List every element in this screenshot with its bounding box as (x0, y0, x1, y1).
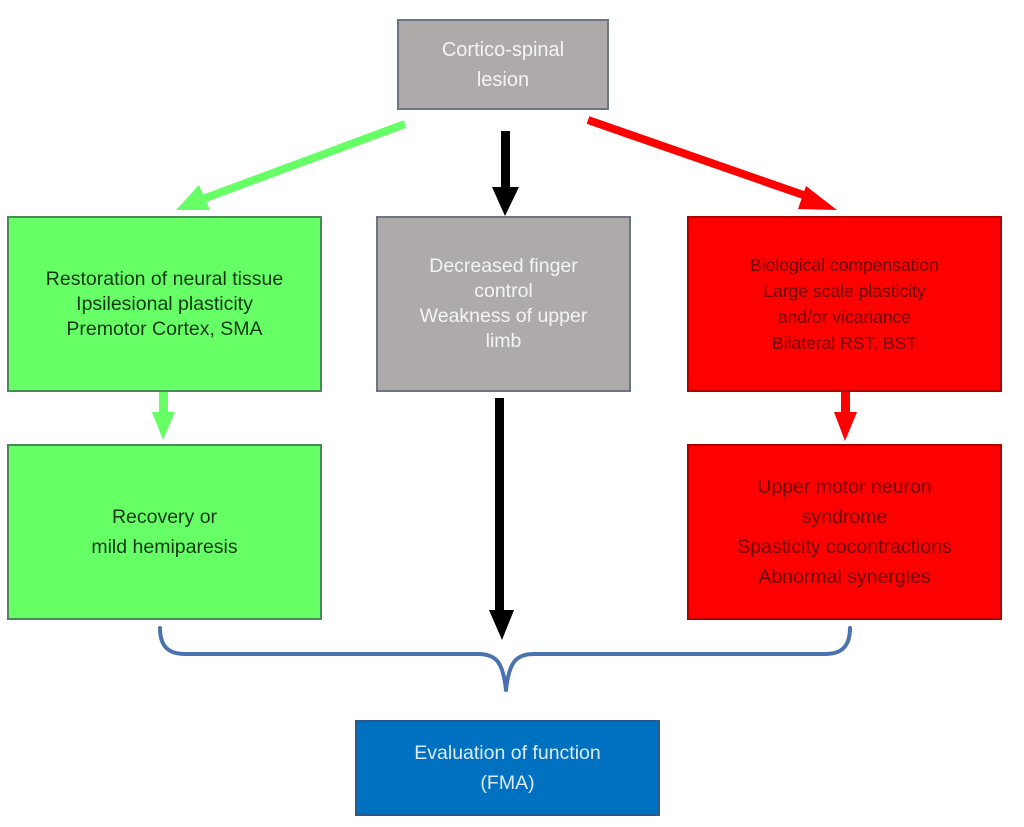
node-text-line: Weakness of upper (419, 305, 588, 327)
node-text-line: Premotor Cortex, SMA (66, 317, 263, 340)
node-text-line: limb (485, 330, 522, 352)
node-text-line: Spasticity cocontractions (737, 536, 952, 558)
curly-brace-shape (158, 626, 852, 692)
arrow-top-to-compensation (586, 116, 837, 210)
node-text-line: Restoration of neural tissue (45, 267, 284, 290)
node-umn-syndrome: Upper motor neuron syndrome Spasticity c… (687, 444, 1002, 620)
curly-brace (160, 628, 442, 668)
arrow-compensation-to-umn (834, 392, 857, 441)
arrow-deficit-to-evaluation (489, 398, 514, 640)
node-text-line: Cortico-spinal (441, 38, 565, 61)
node-text-line: Abnormal synergies (758, 566, 931, 588)
node-text-line: Biological compensation (750, 255, 939, 275)
node-recovery: Recovery or mild hemiparesis (7, 444, 322, 620)
node-text-line: control (474, 280, 533, 302)
node-cortico-spinal-lesion: Cortico-spinal lesion (397, 19, 609, 110)
node-deficit: Decreased finger control Weakness of upp… (376, 216, 631, 392)
node-text-line: Upper motor neuron (757, 476, 932, 498)
node-text-line: Decreased finger (429, 255, 578, 277)
node-text-line: lesion (476, 68, 530, 91)
node-text-line: Evaluation of function (414, 742, 601, 764)
arrow-restoration-to-recovery (152, 392, 175, 440)
node-text-line: Ipsilesional plasticity (76, 292, 253, 315)
node-restoration: Restoration of neural tissue Ipsilesiona… (7, 216, 322, 392)
node-text-line: mild hemiparesis (91, 536, 238, 558)
arrow-top-to-restoration (176, 120, 407, 210)
node-text-line: and/or vicariance (777, 307, 912, 327)
node-text-line: Recovery or (111, 506, 218, 528)
arrow-top-to-deficit (492, 131, 519, 216)
node-text-line: Bilateral RST, BST (772, 333, 917, 353)
node-text-line: Large scale plasticity (763, 281, 926, 301)
node-evaluation: Evaluation of function (FMA) (355, 720, 660, 816)
node-text-line: syndrome (801, 506, 888, 528)
node-text-line: (FMA) (480, 772, 535, 794)
node-compensation: Biological compensation Large scale plas… (687, 216, 1002, 392)
